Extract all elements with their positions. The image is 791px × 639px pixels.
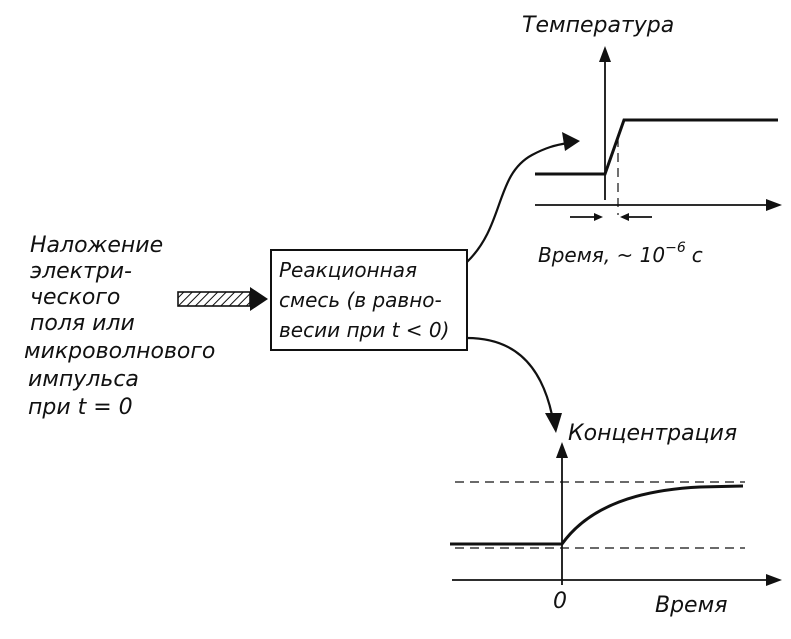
arrow-to-temperature [466,132,580,263]
reaction-mixture-box: Реакционная смесь (в равно- весии при t … [270,249,468,351]
concentration-y-arrowhead [556,442,568,458]
stimulus-line: импульса [28,367,139,392]
stimulus-line: электри- [30,259,132,284]
temperature-x-arrowhead [766,199,782,211]
concentration-plot: Концентрация 0 Время [450,421,782,618]
temperature-title: Температура [522,13,674,38]
temperature-step-curve [535,118,778,176]
arrow-to-concentration [466,336,562,433]
stimulus-line: микроволнового [24,339,215,364]
concentration-title: Концентрация [568,421,737,446]
concentration-x-arrowhead [766,574,782,586]
temperature-y-arrowhead [599,46,611,62]
box-line: смесь (в равно- [279,288,442,312]
hatched-input-arrow [177,287,268,311]
rise-time-indicator [570,213,652,221]
concentration-origin-label: 0 [553,589,567,614]
box-line: весии при t < 0) [279,318,449,342]
stimulus-line: Наложение [30,233,163,258]
box-line: Реакционная [279,258,417,282]
concentration-relaxation-curve [450,484,744,546]
stimulus-line: при t = 0 [28,395,133,420]
stimulus-text: Наложение электри- ческого поля или микр… [24,233,215,420]
stimulus-line: ческого [30,285,120,310]
stimulus-line: поля или [30,311,135,336]
concentration-x-label: Время [655,593,727,618]
